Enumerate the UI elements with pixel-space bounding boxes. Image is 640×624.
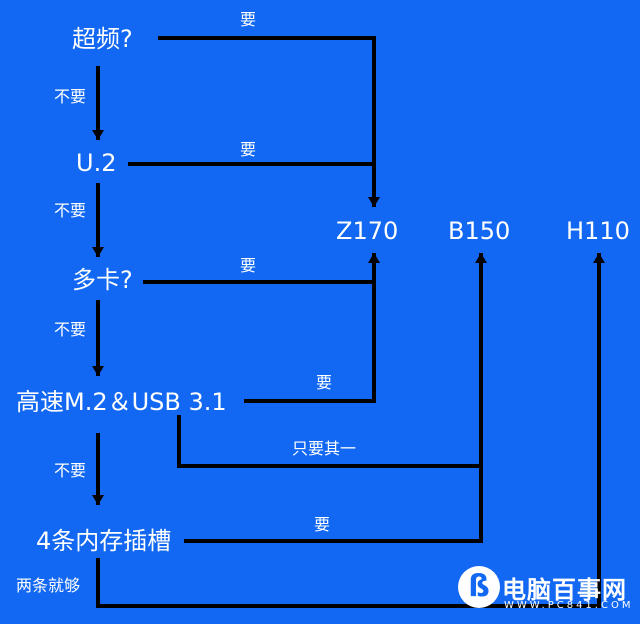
line-m2usb-either-to-b150 bbox=[177, 253, 487, 468]
chipset-z170: Z170 bbox=[336, 217, 399, 245]
watermark-url: WWW.PC841.COM bbox=[504, 600, 634, 611]
edge-label-multi-gpu-no: 不要 bbox=[54, 320, 87, 339]
watermark-site-name: 电脑百事网 bbox=[502, 576, 627, 604]
line-m2usb-to-z170 bbox=[244, 280, 376, 403]
line-multigpu-to-z170 bbox=[143, 253, 380, 284]
node-m2-usb: 高速M.2＆USB 3.1 bbox=[16, 388, 227, 416]
edge-label-four-slots-yes: 要 bbox=[314, 515, 331, 534]
edge-label-m2-usb-no: 不要 bbox=[54, 461, 87, 480]
node-four-memory-slots: 4条内存插槽 bbox=[36, 527, 172, 555]
watermark-logo-icon: ß bbox=[458, 566, 500, 608]
line-fourslots-to-b150 bbox=[184, 464, 483, 543]
edge-label-overclock-yes: 要 bbox=[240, 10, 257, 29]
edge-label-m2-usb-yes: 要 bbox=[316, 373, 333, 392]
edge-label-m2-usb-either: 只要其一 bbox=[292, 439, 357, 458]
edge-label-overclock-no: 不要 bbox=[54, 87, 87, 106]
line-fourslots-to-h110 bbox=[96, 253, 605, 608]
chipset-b150: B150 bbox=[448, 217, 511, 245]
edge-label-u2-no: 不要 bbox=[54, 201, 87, 220]
node-multi-gpu: 多卡? bbox=[72, 266, 133, 294]
node-u2: U.2 bbox=[76, 149, 117, 177]
edge-label-four-slots-two: 两条就够 bbox=[16, 576, 81, 595]
edge-label-multi-gpu-yes: 要 bbox=[240, 256, 257, 275]
edge-label-u2-yes: 要 bbox=[240, 140, 257, 159]
chipset-h110: H110 bbox=[566, 217, 630, 245]
watermark: ß 电脑百事网 WWW.PC841.COM bbox=[458, 566, 638, 618]
line-overclock-to-z170 bbox=[158, 36, 380, 207]
node-overclock: 超频? bbox=[72, 25, 133, 53]
